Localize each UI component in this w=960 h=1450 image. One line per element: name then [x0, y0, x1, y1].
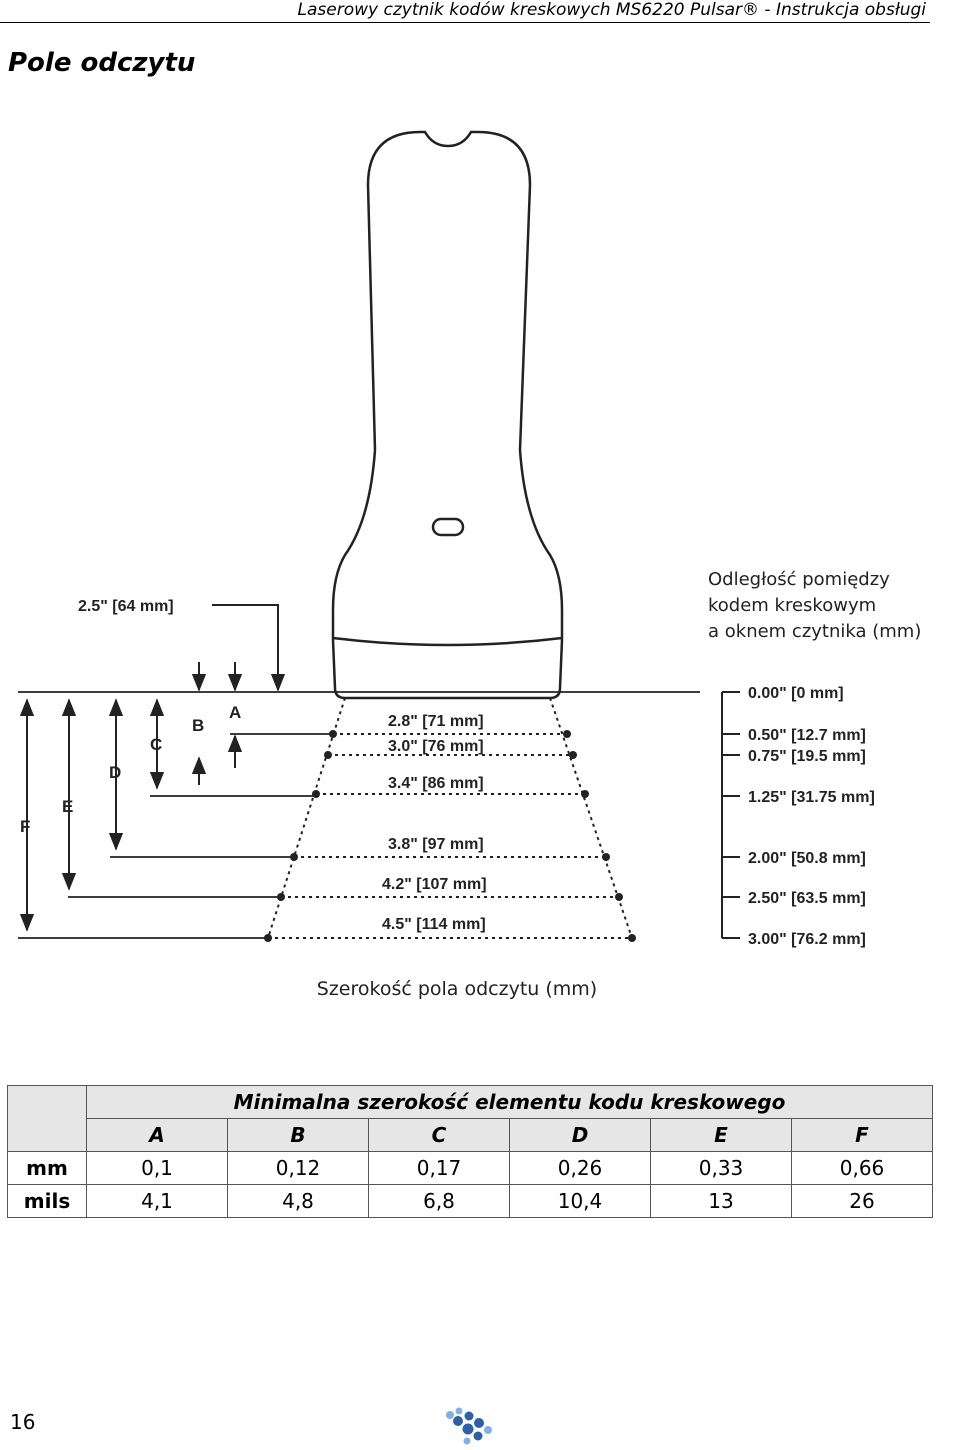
table-cell: 0,17	[368, 1151, 510, 1185]
table-cell: 4,8	[227, 1184, 369, 1218]
letter-a: A	[229, 703, 241, 722]
table-corner-cell	[7, 1085, 87, 1152]
column-header-c: C	[368, 1118, 510, 1152]
company-logo-icon	[446, 1407, 492, 1445]
table-cell: 6,8	[368, 1184, 510, 1218]
distance-caption-line: Odległość pomiędzy	[708, 569, 890, 590]
letter-b: B	[192, 716, 204, 735]
table-cell: 0,12	[227, 1151, 369, 1185]
scan-field-points	[264, 730, 636, 942]
row-header-mils: mils	[7, 1184, 87, 1218]
width-label-114: 4.5" [114 mm]	[382, 916, 486, 933]
table-cell: 13	[650, 1184, 792, 1218]
page-header: Laserowy czytnik kodów kreskowych MS6220…	[0, 0, 930, 23]
width-label-71: 2.8" [71 mm]	[388, 713, 484, 730]
letter-f: F	[20, 817, 30, 836]
scan-field	[267, 697, 633, 939]
dimension-arrows	[19, 662, 243, 932]
table-title-row: Minimalna szerokość elementu kodu kresko…	[7, 1085, 933, 1152]
page-number: 16	[10, 1410, 36, 1434]
window-width-label: 2.5" [64 mm]	[78, 598, 174, 615]
distance-label-50-8: 2.00" [50.8 mm]	[748, 850, 866, 867]
table-cell: 4,1	[86, 1184, 228, 1218]
reference-lines	[18, 691, 700, 939]
distance-caption-line: a oknem czytnika (mm)	[708, 621, 922, 642]
distance-label-0: 0.00" [0 mm]	[748, 685, 844, 702]
width-label-97: 3.8" [97 mm]	[388, 836, 484, 853]
scanner-body	[331, 130, 564, 700]
column-header-e: E	[650, 1118, 792, 1152]
table-cell: 26	[791, 1184, 933, 1218]
section-title: Pole odczytu	[8, 48, 196, 78]
table-cell: 0,1	[86, 1151, 228, 1185]
distance-caption: Odległość pomiędzy kodem kreskowym a okn…	[708, 567, 921, 645]
table-cell: 0,33	[650, 1151, 792, 1185]
letter-c: C	[150, 735, 162, 754]
width-caption: Szerokość pola odczytu (mm)	[316, 978, 598, 1000]
distance-label-76-2: 3.00" [76.2 mm]	[748, 931, 866, 948]
letter-d: D	[109, 763, 121, 782]
scan-field-diagram: 2.5" [64 mm] A B C D E F	[18, 130, 875, 948]
column-header-d: D	[509, 1118, 651, 1152]
width-label-76: 3.0" [76 mm]	[388, 738, 484, 755]
table-cell: 0,26	[509, 1151, 651, 1185]
table-cell: 0,66	[791, 1151, 933, 1185]
letter-e: E	[62, 797, 73, 816]
header-title: Laserowy czytnik kodów kreskowych MS6220…	[297, 0, 926, 20]
distance-scale	[721, 691, 740, 939]
scanner-indicator-icon	[431, 517, 465, 537]
distance-label-19-5: 0.75" [19.5 mm]	[748, 748, 866, 765]
column-header-f: F	[791, 1118, 933, 1152]
table-title: Minimalna szerokość elementu kodu kresko…	[86, 1085, 933, 1119]
column-header-b: B	[227, 1118, 369, 1152]
table-row: mm 0,1 0,12 0,17 0,26 0,33 0,66	[7, 1151, 933, 1185]
distance-label-31-75: 1.25" [31.75 mm]	[748, 789, 875, 806]
row-header-mm: mm	[7, 1151, 87, 1185]
column-header-a: A	[86, 1118, 228, 1152]
window-width-pointer	[212, 604, 286, 692]
table-row: mils 4,1 4,8 6,8 10,4 13 26	[7, 1184, 933, 1218]
width-label-86: 3.4" [86 mm]	[388, 775, 484, 792]
table-cell: 10,4	[509, 1184, 651, 1218]
width-label-107: 4.2" [107 mm]	[382, 876, 487, 893]
distance-caption-line: kodem kreskowym	[708, 595, 877, 616]
distance-label-63-5: 2.50" [63.5 mm]	[748, 890, 866, 907]
distance-label-12-7: 0.50" [12.7 mm]	[748, 727, 866, 744]
table-header-row: A B C D E F	[8, 1118, 933, 1152]
min-element-width-table: Minimalna szerokość elementu kodu kresko…	[7, 1085, 933, 1218]
